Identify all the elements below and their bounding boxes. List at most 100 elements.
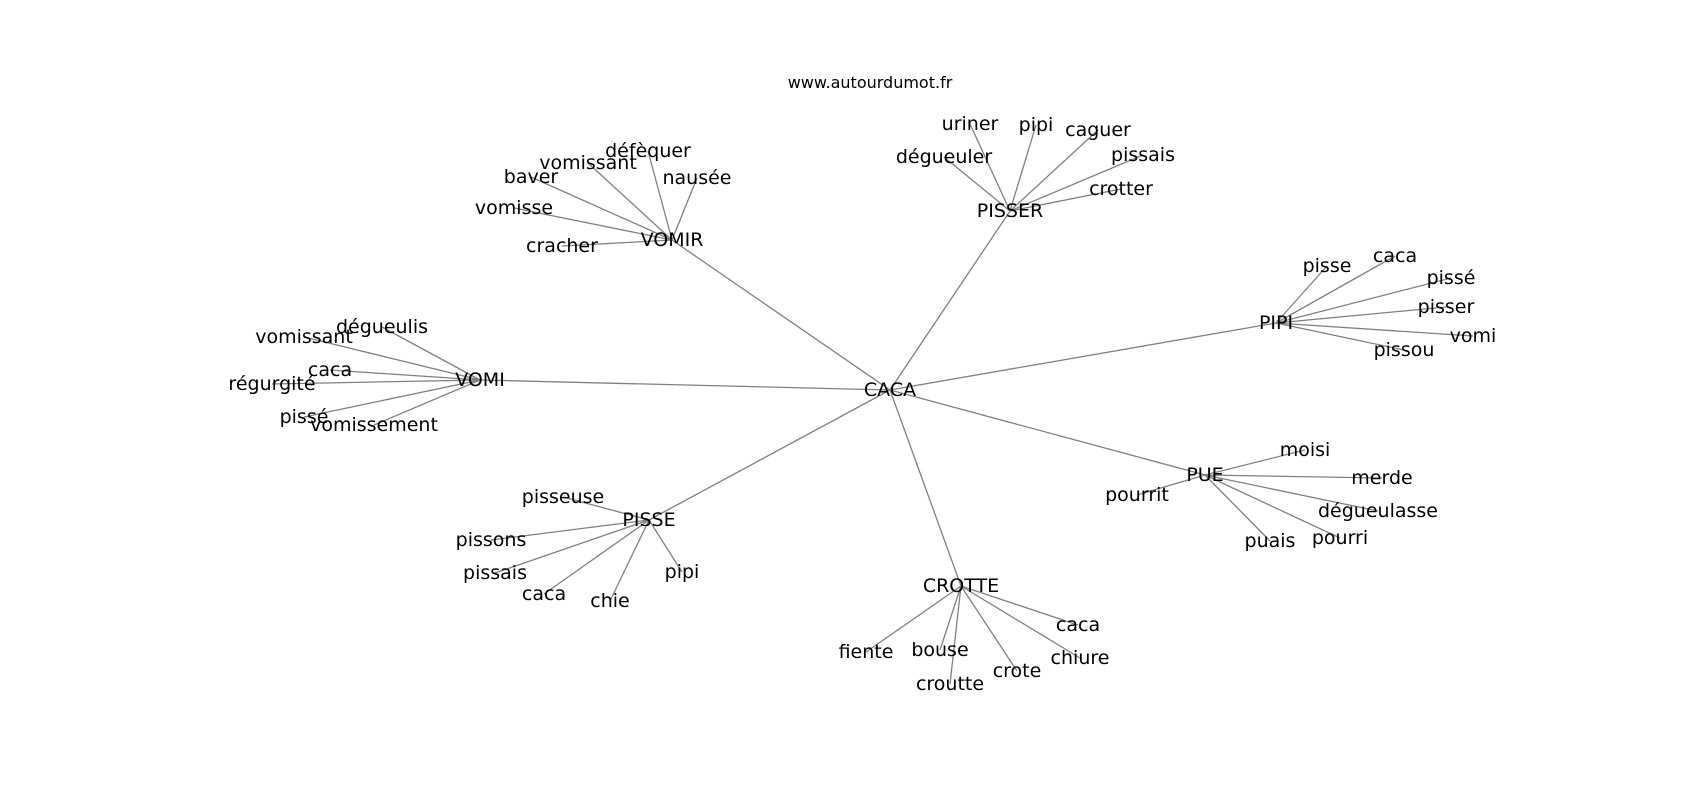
edge-vomi-leaf	[303, 336, 481, 381]
leaf-node-label: pissais	[463, 562, 527, 584]
leaf-node-label: pipi	[665, 561, 700, 583]
leaf-node-label: caca	[522, 583, 566, 605]
edge-pipi-leaf	[1275, 265, 1328, 324]
leaf-node-label: croutte	[916, 673, 984, 695]
edge-pisser-leaf	[1009, 154, 1144, 212]
edge-pisse-leaf	[648, 519, 683, 573]
edge-crotte-leaf	[960, 585, 1079, 626]
graph-edges	[271, 123, 1474, 685]
leaf-node-label: pissé	[1427, 267, 1476, 289]
edge-pipi-leaf	[1275, 306, 1447, 324]
edge-pipi-leaf	[1275, 277, 1452, 324]
edge-crotte-leaf	[865, 585, 962, 653]
edge-root-pisse	[648, 389, 891, 521]
leaf-node-label: dégueulis	[336, 316, 428, 338]
leaf-node-label: vomissant	[539, 152, 637, 174]
edge-vomir-leaf	[587, 162, 673, 241]
leaf-node-label: pisseuse	[522, 486, 604, 508]
leaf-node-label: pissons	[456, 529, 527, 551]
leaf-node-label: vomissement	[310, 414, 438, 436]
leaf-node-label: caguer	[1065, 119, 1131, 141]
edge-vomir-leaf	[647, 150, 673, 241]
edge-pipi-leaf	[1275, 322, 1405, 351]
hub-node-pisser: PISSER	[977, 200, 1043, 222]
edge-vomi-leaf	[271, 379, 481, 385]
hub-node-vomi: VOMI	[455, 369, 505, 391]
edge-pisser-leaf	[1009, 124, 1037, 212]
edge-pisse-leaf	[609, 519, 650, 602]
leaf-node-label: pipi	[1019, 114, 1054, 136]
edge-crotte-leaf	[949, 585, 962, 685]
leaf-node-label: moisi	[1280, 439, 1331, 461]
edge-pue-leaf	[1204, 449, 1306, 476]
edge-vomir-leaf	[671, 177, 698, 241]
hub-node-vomir: VOMIR	[641, 229, 704, 251]
leaf-node-label: caca	[308, 359, 352, 381]
hub-node-pipi: PIPI	[1259, 312, 1293, 334]
edge-root-crotte	[889, 389, 962, 587]
leaf-node-label: pissé	[280, 406, 329, 428]
edge-vomir-leaf	[513, 207, 673, 241]
leaf-node-label: nausée	[662, 167, 731, 189]
edge-pisser-leaf	[1009, 129, 1099, 212]
edge-root-vomir	[671, 239, 891, 391]
leaf-node-label: crote	[993, 660, 1042, 682]
edge-crotte-leaf	[960, 585, 1018, 672]
edge-vomi-leaf	[381, 326, 481, 381]
edge-pue-leaf	[1204, 474, 1383, 479]
edge-root-pisser	[889, 210, 1011, 391]
leaf-node-label: crotter	[1089, 178, 1153, 200]
leaf-node-label: régurgité	[228, 373, 315, 395]
edge-vomi-leaf	[303, 379, 481, 418]
hub-node-crotte: CROTTE	[923, 575, 999, 597]
leaf-node-label: cracher	[526, 235, 598, 257]
edge-pisse-leaf	[543, 519, 650, 595]
edge-pue-leaf	[1136, 474, 1206, 496]
leaf-node-label: puais	[1245, 530, 1296, 552]
edge-pisse-leaf	[562, 496, 650, 521]
leaf-node-label: bouse	[911, 639, 968, 661]
edge-pue-leaf	[1204, 474, 1341, 539]
edge-vomi-leaf	[373, 379, 481, 426]
edge-pisse-leaf	[494, 519, 650, 574]
edge-vomi-leaf	[329, 369, 481, 381]
edge-pue-leaf	[1204, 474, 1379, 512]
edge-vomir-leaf	[561, 239, 673, 247]
leaf-node-label: chie	[590, 590, 629, 612]
hub-node-pue: PUE	[1186, 464, 1223, 486]
edge-pipi-leaf	[1275, 322, 1474, 337]
edge-pisse-leaf	[490, 519, 650, 541]
edge-crotte-leaf	[960, 585, 1081, 659]
leaf-node-label: vomissant	[255, 326, 353, 348]
edge-root-vomi	[479, 379, 891, 391]
edge-pisser-leaf	[943, 156, 1011, 212]
edge-pipi-leaf	[1275, 255, 1396, 324]
leaf-node-label: dégueuler	[896, 146, 993, 168]
leaf-node-label: pourri	[1312, 527, 1368, 549]
leaf-node-label: chiure	[1051, 647, 1110, 669]
hub-node-pisse: PISSE	[622, 509, 675, 531]
leaf-node-label: dégueulasse	[1318, 500, 1438, 522]
leaf-node-label: pissou	[1374, 339, 1435, 361]
site-url-label: www.autourdumot.fr	[788, 73, 953, 92]
leaf-node-label: fiente	[839, 641, 894, 663]
leaf-node-label: uriner	[942, 113, 999, 135]
edge-pisser-leaf	[969, 123, 1011, 212]
leaf-node-label: vomi	[1450, 325, 1497, 347]
leaf-node-label: pisse	[1303, 255, 1352, 277]
edge-pisser-leaf	[1009, 188, 1122, 212]
edge-root-pue	[889, 389, 1206, 476]
edge-crotte-leaf	[939, 585, 962, 651]
leaf-node-label: baver	[504, 166, 559, 188]
root-node-label: CACA	[864, 379, 916, 401]
leaf-node-label: caca	[1373, 245, 1417, 267]
leaf-node-label: défèquer	[605, 140, 691, 162]
leaf-node-label: pisser	[1418, 296, 1475, 318]
edge-pue-leaf	[1204, 474, 1271, 542]
leaf-node-label: pourrit	[1105, 484, 1169, 506]
leaf-node-label: caca	[1056, 614, 1100, 636]
edge-vomir-leaf	[530, 176, 673, 241]
leaf-node-label: pissais	[1111, 144, 1175, 166]
